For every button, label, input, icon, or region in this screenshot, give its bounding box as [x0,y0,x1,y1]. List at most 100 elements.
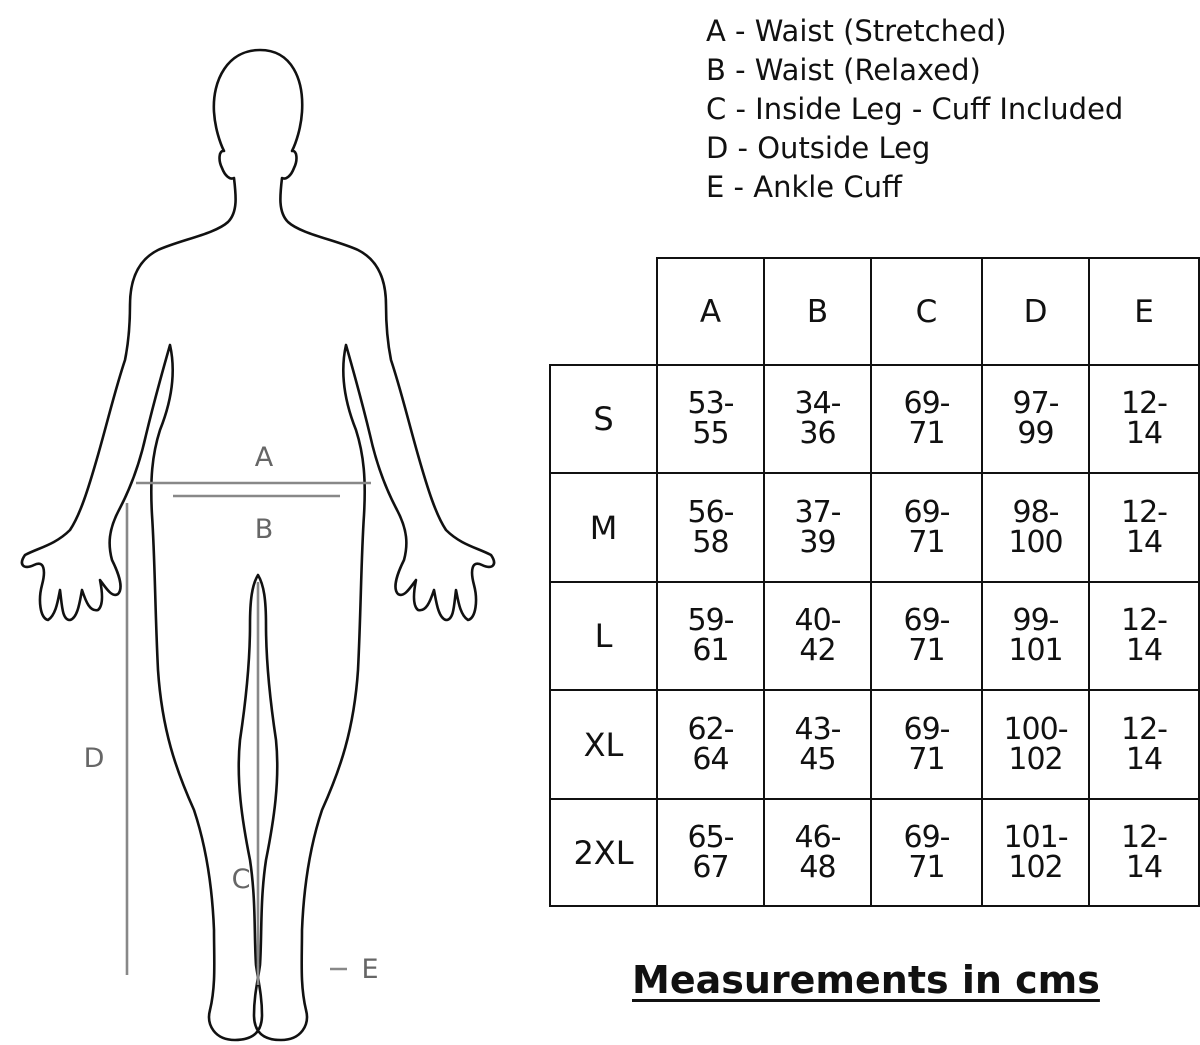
column-header-b: B [763,257,872,366]
figure-label-d: D [84,743,105,774]
cell-line: 100- [1003,711,1068,747]
cell-line: 37- [794,494,842,530]
cell-line: 53- [687,386,735,421]
legend-item-d: D - Outside Leg [706,131,931,165]
cell-line: 39 [799,524,836,560]
cell-line: 71 [908,416,945,451]
cell-line: 69- [903,819,951,855]
cell-line: 56- [687,494,735,530]
cell-line: 69- [903,603,951,638]
cell-line: 71 [908,524,945,560]
table-cell: 100-102 [981,689,1090,800]
cell-line: 71 [908,633,945,668]
table-cell: 12-14 [1088,581,1200,691]
cell-line: 71 [908,849,945,885]
figure-label-b: B [255,514,274,545]
cell-line: 14 [1125,633,1163,668]
cell-line: 55 [692,416,729,451]
table-cell: 53-55 [656,364,765,474]
table-cell: 12-14 [1088,689,1200,800]
cell-line: 46- [794,819,842,855]
cell-line: 12- [1121,386,1168,421]
table-cell: 69-71 [870,581,983,691]
table-cell: 69-71 [870,472,983,583]
table-cell: 97-99 [981,364,1090,474]
cell-line: 61 [692,633,729,668]
cell-line: 69- [903,386,951,421]
cell-line: 12- [1121,603,1168,638]
table-cell: 56-58 [656,472,765,583]
table-cell: 12-14 [1088,472,1200,583]
table-cell: 98-100 [981,472,1090,583]
cell-line: 45 [799,741,836,777]
cell-line: 69- [903,711,951,747]
cell-line: 71 [908,741,945,777]
table-cell: 101-102 [981,798,1090,907]
table-cell: 12-14 [1088,364,1200,474]
cell-line: 14 [1125,741,1163,777]
cell-line: 58 [692,524,729,560]
cell-line: 59- [687,603,735,638]
cell-line: 99 [1017,416,1054,451]
cell-line: 14 [1125,524,1163,560]
cell-line: 14 [1125,416,1163,451]
legend-item-c: C - Inside Leg - Cuff Included [706,92,1124,126]
cell-line: 65- [687,819,735,855]
figure-label-e: E [361,954,378,985]
table-cell: 69-71 [870,798,983,907]
size-label-l: L [549,581,658,691]
cell-line: 102 [1008,849,1063,885]
size-label-m: M [549,472,658,583]
table-cell: 65-67 [656,798,765,907]
size-label-xl: XL [549,689,658,800]
column-header-d: D [981,257,1090,366]
cell-line: 98- [1012,494,1060,530]
table-cell: 43-45 [763,689,872,800]
cell-line: 36 [799,416,836,451]
table-cell: 59-61 [656,581,765,691]
column-header-e: E [1088,257,1200,366]
table-cell: 40-42 [763,581,872,691]
size-label-2xl: 2XL [549,798,658,907]
column-header-a: A [656,257,765,366]
legend-item-e: E - Ankle Cuff [706,170,902,204]
cell-line: 12- [1121,819,1168,855]
cell-line: 99- [1012,603,1060,638]
cell-line: 102 [1008,741,1063,777]
body-outline [20,48,496,1042]
legend-item-a: A - Waist (Stretched) [706,14,1007,48]
cell-line: 69- [903,494,951,530]
cell-line: 62- [687,711,735,747]
cell-line: 67 [692,849,729,885]
legend-item-b: B - Waist (Relaxed) [706,53,981,87]
cell-line: 14 [1125,849,1163,885]
table-cell: 12-14 [1088,798,1200,907]
table-cell: 37-39 [763,472,872,583]
table-cell: 99-101 [981,581,1090,691]
cell-line: 12- [1121,711,1168,747]
column-header-c: C [870,257,983,366]
cell-line: 34- [794,386,842,421]
cell-line: 42 [799,633,836,668]
cell-line: 64 [692,741,729,777]
table-cell: 69-71 [870,689,983,800]
measurement-units-note: Measurements in cms [632,958,1100,1002]
cell-line: 48 [799,849,836,885]
size-label-s: S [549,364,658,474]
cell-line: 40- [794,603,842,638]
table-cell: 69-71 [870,364,983,474]
figure-label-a: A [255,442,274,473]
table-cell: 34-36 [763,364,872,474]
cell-line: 100 [1008,524,1063,560]
figure-label-c: C [232,864,251,895]
body-figure: A B D C E [20,48,496,1042]
cell-line: 12- [1121,494,1168,530]
cell-line: 43- [794,711,842,747]
table-cell: 46-48 [763,798,872,907]
cell-line: 101- [1003,819,1068,855]
cell-line: 101 [1008,633,1063,668]
table-cell: 62-64 [656,689,765,800]
cell-line: 97- [1012,386,1060,421]
measurement-legend: A - Waist (Stretched) B - Waist (Relaxed… [706,12,1123,207]
